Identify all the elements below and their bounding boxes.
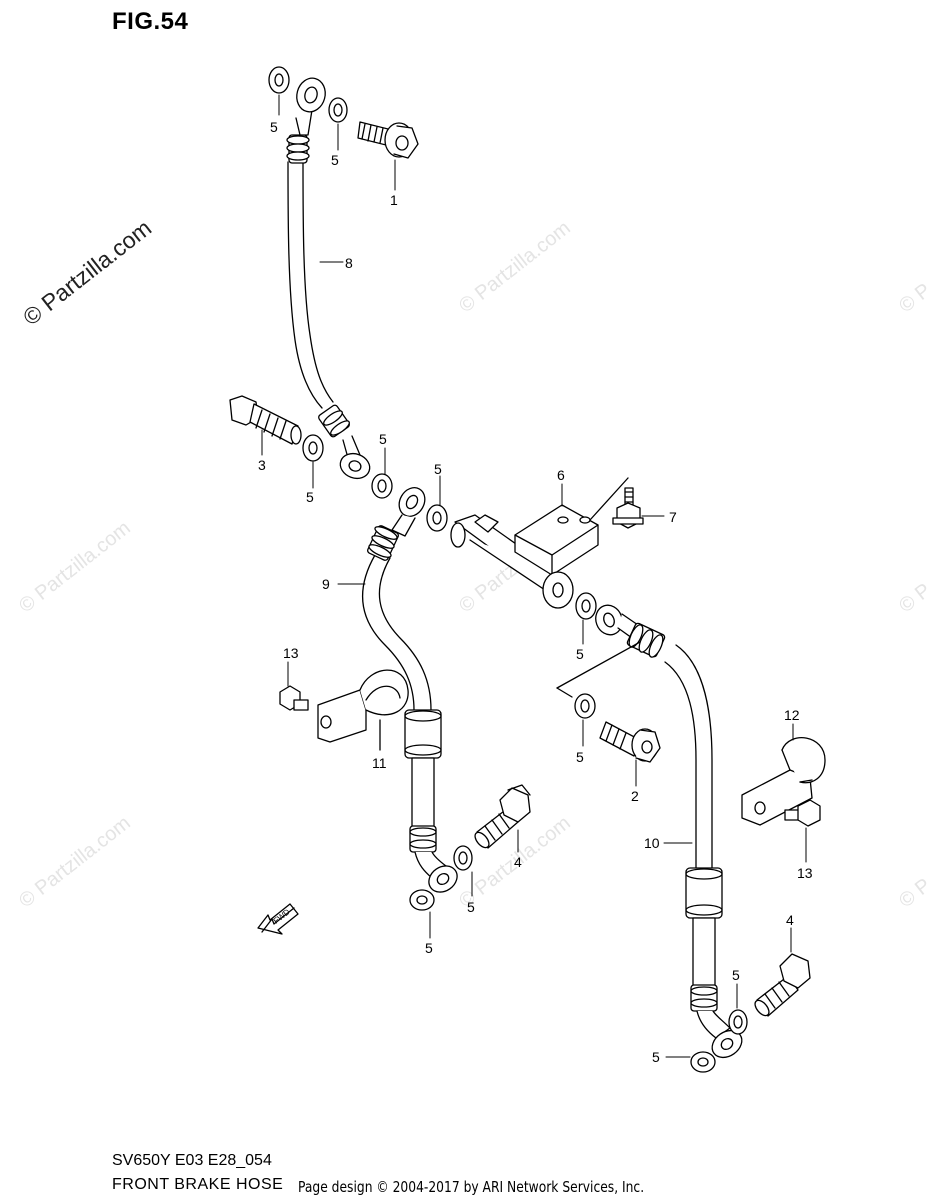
hose-clamp-12[interactable] xyxy=(741,737,826,826)
callout-5: 5 xyxy=(306,489,314,505)
brake-hose-8[interactable] xyxy=(286,75,373,482)
washer-5[interactable] xyxy=(426,504,448,532)
callout-5: 5 xyxy=(379,431,387,447)
washer-5[interactable] xyxy=(268,66,290,94)
callout-5: 5 xyxy=(732,967,740,983)
brake-hose-10[interactable] xyxy=(592,601,747,1063)
washer-5[interactable] xyxy=(453,845,473,871)
callout-4: 4 xyxy=(514,854,522,870)
washer-5[interactable] xyxy=(302,434,324,462)
callout-8: 8 xyxy=(345,255,353,271)
callout-5: 5 xyxy=(467,899,475,915)
callout-4: 4 xyxy=(786,912,794,928)
callout-1: 1 xyxy=(390,192,398,208)
callout-5: 5 xyxy=(576,646,584,662)
callout-13: 13 xyxy=(797,865,813,881)
hose-clamp-11[interactable] xyxy=(317,669,409,743)
callout-2: 2 xyxy=(631,788,639,804)
washer-5[interactable] xyxy=(728,1009,748,1035)
callout-5: 5 xyxy=(652,1049,660,1065)
washer-5[interactable] xyxy=(690,1051,716,1073)
callout-11: 11 xyxy=(372,755,387,771)
union-bolt-2[interactable] xyxy=(599,721,661,763)
bolt-13[interactable] xyxy=(784,799,821,827)
callout-5: 5 xyxy=(434,461,442,477)
bolt-13[interactable] xyxy=(279,685,309,711)
bolt-7[interactable] xyxy=(612,487,644,529)
three-way-joint-6[interactable] xyxy=(450,504,599,609)
washer-5[interactable] xyxy=(328,97,348,123)
callout-9: 9 xyxy=(322,576,330,592)
callout-10: 10 xyxy=(644,835,660,851)
union-bolt-4[interactable] xyxy=(472,784,531,850)
callout-13: 13 xyxy=(283,645,299,661)
union-bolt-4[interactable] xyxy=(752,953,811,1018)
leader-lines xyxy=(261,94,807,1058)
callout-5: 5 xyxy=(270,119,278,135)
washer-5[interactable] xyxy=(574,693,596,719)
callout-5: 5 xyxy=(331,152,339,168)
washer-5[interactable] xyxy=(371,473,393,499)
callout-5: 5 xyxy=(576,749,584,765)
callout-7: 7 xyxy=(669,509,677,525)
copyright-credit: Page design © 2004-2017 by ARI Network S… xyxy=(298,1178,645,1196)
forward-arrow-icon: FWD xyxy=(257,903,299,935)
union-bolt-1[interactable] xyxy=(357,121,419,159)
union-bolt-3[interactable] xyxy=(229,395,302,445)
model-code: SV650Y E03 E28_054 xyxy=(112,1152,272,1169)
callout-5: 5 xyxy=(425,940,433,956)
brake-hose-9[interactable] xyxy=(362,483,463,897)
washer-5[interactable] xyxy=(409,889,435,911)
section-name: FRONT BRAKE HOSE xyxy=(112,1176,284,1193)
callout-3: 3 xyxy=(258,457,266,473)
callout-6: 6 xyxy=(557,467,565,483)
washer-5[interactable] xyxy=(575,592,597,620)
figure-title: FIG.54 xyxy=(112,8,189,35)
callout-12: 12 xyxy=(784,707,800,723)
